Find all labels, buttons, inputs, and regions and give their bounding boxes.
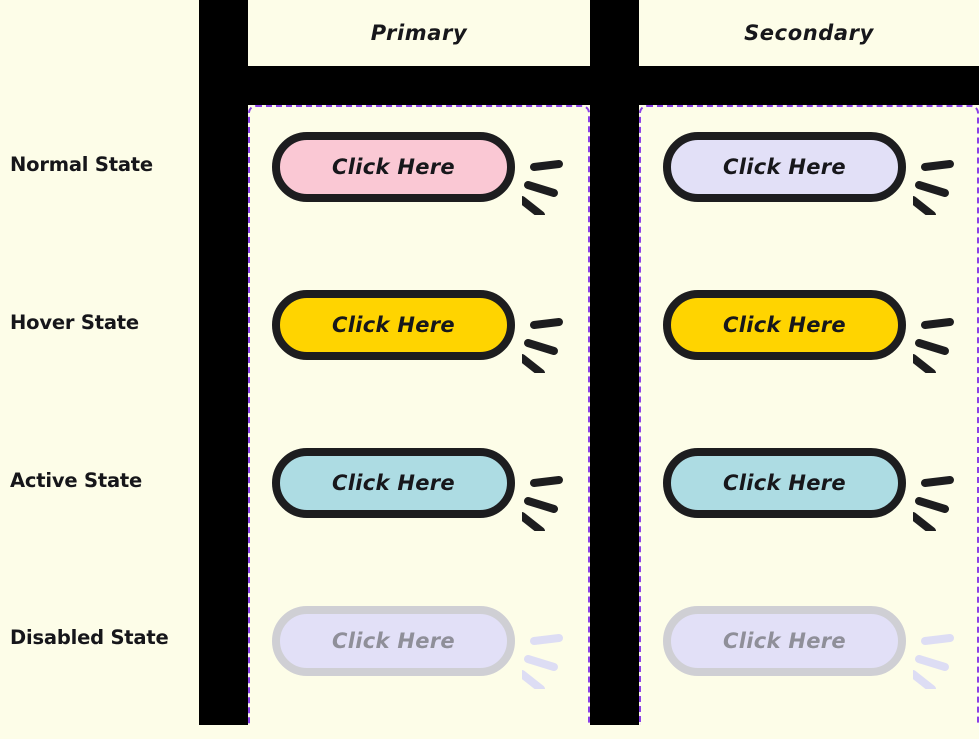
button-primary-disabled: Click Here — [272, 606, 515, 676]
column-header-secondary: Secondary — [639, 0, 979, 66]
button-label: Click Here — [332, 313, 455, 337]
button-primary-hover[interactable]: Click Here — [272, 290, 515, 360]
click-sparkle-icon — [913, 145, 965, 215]
column-panel-secondary: Click Here Click Here — [639, 105, 979, 725]
row-label-hover: Hover State — [10, 311, 139, 334]
click-sparkle-icon — [913, 303, 965, 373]
button-primary-normal[interactable]: Click Here — [272, 132, 515, 202]
button-cell-secondary-normal: Click Here — [641, 107, 977, 265]
button-cell-secondary-disabled: Click Here — [641, 581, 977, 739]
button-label: Click Here — [332, 471, 455, 495]
row-label-column: Normal State Hover State Active State Di… — [0, 0, 199, 725]
click-sparkle-icon — [522, 145, 574, 215]
click-sparkle-icon — [522, 303, 574, 373]
button-cell-secondary-hover: Click Here — [641, 265, 977, 423]
button-primary-active[interactable]: Click Here — [272, 448, 515, 518]
column-header-primary: Primary — [248, 0, 590, 66]
column-gutter-right — [590, 0, 639, 725]
button-secondary-normal[interactable]: Click Here — [663, 132, 906, 202]
column-panel-primary: Click Here Click Here — [248, 105, 590, 725]
button-cell-secondary-active: Click Here — [641, 423, 977, 581]
button-secondary-disabled: Click Here — [663, 606, 906, 676]
button-cell-primary-disabled: Click Here — [250, 581, 588, 739]
button-label: Click Here — [332, 629, 455, 653]
button-cell-primary-normal: Click Here — [250, 107, 588, 265]
button-label: Click Here — [723, 313, 846, 337]
column-header-primary-label: Primary — [370, 21, 468, 45]
button-cell-primary-active: Click Here — [250, 423, 588, 581]
button-label: Click Here — [723, 471, 846, 495]
click-sparkle-icon — [913, 619, 965, 689]
button-secondary-active[interactable]: Click Here — [663, 448, 906, 518]
click-sparkle-icon — [913, 461, 965, 531]
row-label-disabled: Disabled State — [10, 626, 169, 649]
row-label-active: Active State — [10, 469, 143, 492]
button-label: Click Here — [332, 155, 455, 179]
click-sparkle-icon — [522, 619, 574, 689]
button-secondary-hover[interactable]: Click Here — [663, 290, 906, 360]
column-header-secondary-label: Secondary — [744, 21, 874, 45]
button-label: Click Here — [723, 155, 846, 179]
row-label-normal: Normal State — [10, 153, 153, 176]
header-divider-bar — [199, 66, 979, 105]
click-sparkle-icon — [522, 461, 574, 531]
button-cell-primary-hover: Click Here — [250, 265, 588, 423]
column-gutter-left — [199, 0, 248, 725]
button-label: Click Here — [723, 629, 846, 653]
